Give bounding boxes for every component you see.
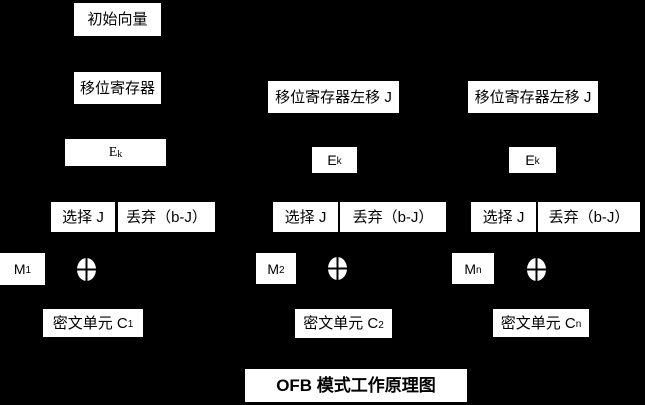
discard-box-2: 丢弃（b-J） (340, 202, 446, 232)
select-j-box-2: 选择 J (273, 202, 338, 232)
xor-icon-2 (328, 257, 347, 280)
ek-subscript: k (336, 156, 342, 167)
c-label: 密文单元 C (500, 314, 576, 332)
c-subscript: n (575, 319, 582, 330)
m-subscript: n (476, 264, 482, 276)
shift-register-box-2: 移位寄存器左移 J (268, 81, 399, 113)
shift-register-box-1: 移位寄存器 (74, 72, 161, 104)
initial-vector-box: 初始向量 (74, 3, 161, 36)
c-label: 密文单元 C (52, 314, 128, 332)
m-subscript: 2 (279, 264, 285, 276)
select-j-box-3: 选择 J (471, 202, 536, 232)
m-label: M (464, 260, 477, 277)
ek-label: E (525, 152, 535, 168)
ek-subscript: k (534, 156, 540, 167)
c-label: 密文单元 C (303, 315, 379, 332)
ek-subscript: k (117, 148, 123, 160)
m-subscript: 1 (25, 265, 32, 276)
c-subscript: 1 (127, 319, 134, 330)
m-label: M (13, 261, 26, 277)
diagram-title: OFB 模式工作原理图 (245, 369, 467, 402)
discard-box-1: 丢弃（b-J） (118, 202, 215, 232)
xor-icon-1 (77, 258, 96, 281)
select-j-box-1: 选择 J (51, 202, 115, 232)
discard-box-3: 丢弃（b-J） (538, 202, 640, 232)
m-label: M (267, 260, 280, 277)
ek-label: E (327, 152, 337, 168)
ek-label: E (108, 144, 118, 160)
shift-register-box-3: 移位寄存器左移 J (468, 81, 598, 113)
xor-icon-3 (527, 258, 546, 281)
c-subscript: 2 (378, 319, 384, 331)
